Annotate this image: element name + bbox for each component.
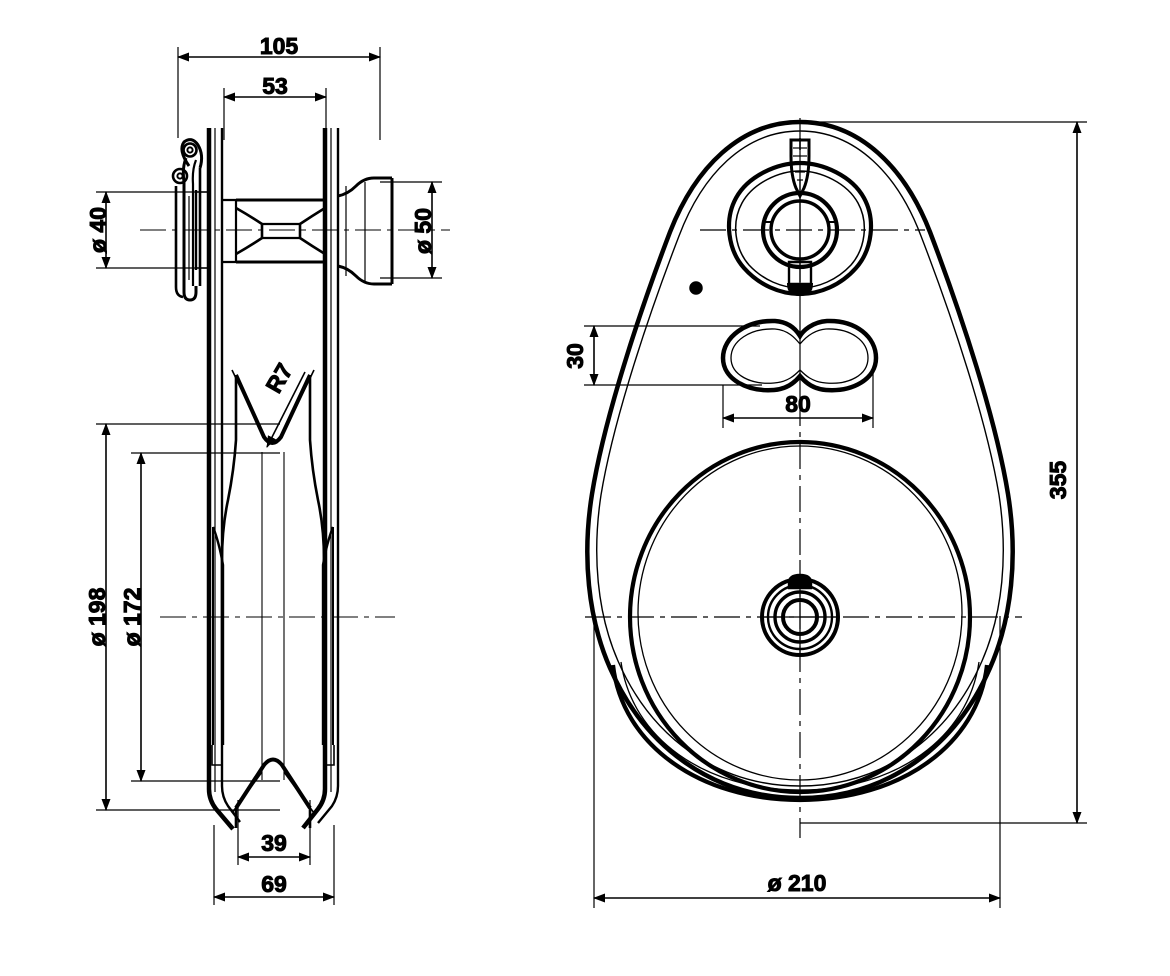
dim-label-d172: ø 172 (119, 588, 145, 647)
side-elevation-view: 105 53 ø 40 ø 50 R7 ø 198 ø 172 39 69 (84, 33, 450, 905)
becket-slot (720, 318, 879, 393)
right-view-dimension-lines (589, 121, 1082, 903)
centre-axle-hub (760, 573, 840, 657)
dim-label-39: 39 (261, 830, 287, 856)
dim-label-d198: ø 198 (84, 587, 110, 646)
dim-label-d50: ø 50 (410, 208, 436, 254)
left-view-centre-lines (140, 229, 450, 618)
dim-label-53: 53 (262, 73, 288, 99)
side-boss-marker (689, 281, 703, 295)
swivel-eye-assembly (727, 138, 873, 297)
swivel-eye-detail (171, 138, 204, 302)
near-side-plate (206, 128, 241, 831)
dim-label-d40: ø 40 (85, 207, 111, 253)
dim-label-105: 105 (260, 33, 299, 59)
sheave-guard-rims (610, 439, 990, 803)
front-elevation-view: 355 30 80 ø 210 (562, 118, 1087, 908)
dim-label-69: 69 (261, 871, 287, 897)
dim-leader-R7 (266, 371, 306, 448)
dim-label-355: 355 (1045, 461, 1071, 500)
dim-label-30: 30 (562, 343, 588, 369)
dim-label-d210: ø 210 (768, 870, 827, 896)
right-view-extension-lines (584, 121, 1087, 908)
left-view-dimension-lines (101, 52, 437, 902)
far-side-plate (301, 128, 340, 830)
sheave-groove-profile (211, 369, 335, 828)
dim-label-80: 80 (785, 391, 811, 417)
axle-hub-assembly (194, 176, 394, 286)
